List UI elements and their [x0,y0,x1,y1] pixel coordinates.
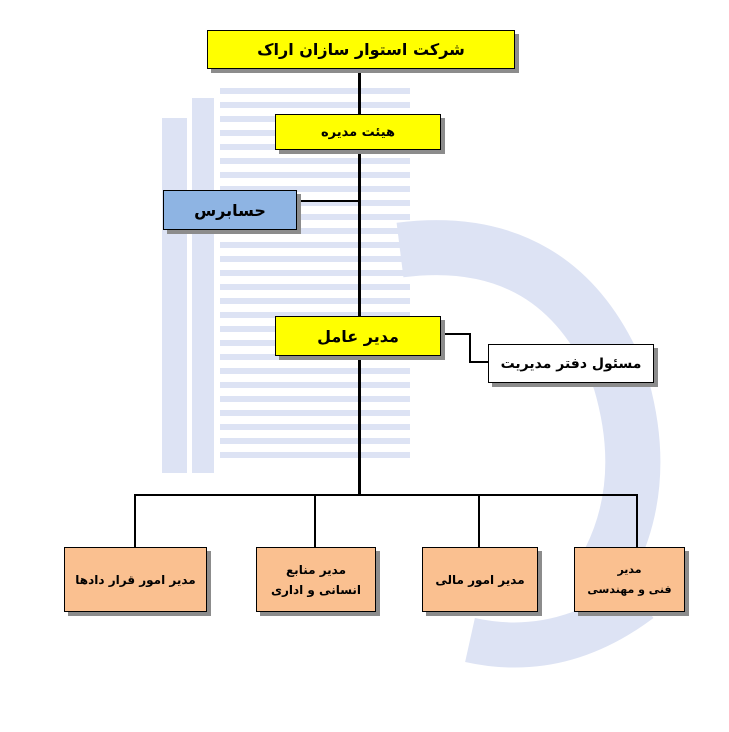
office-manager-box: مسئول دفتر مدیریت [488,344,654,383]
auditor-box: حسابرس [163,190,297,230]
department-hr-line1: مدیر منابع [285,562,347,577]
department-bus [134,494,638,496]
department-finance-box: مدیر امور مالی [422,547,538,612]
connector-dept-1 [134,494,136,548]
department-engineering-box: مدیر فنی و مهندسی [574,547,685,612]
connector-board-ceo [358,150,361,316]
connector-dept-2 [314,494,316,548]
connector-company-board [358,68,361,114]
department-contracts-box: مدیر امور قرار دادها [64,547,207,612]
connector-ceo-office-v [469,333,471,363]
connector-dept-3 [478,494,480,548]
company-box: شرکت استوار سازان اراک [207,30,515,69]
connector-auditor [296,200,360,202]
department-engineering-line1: مدیر [617,562,642,576]
ceo-box: مدیر عامل [275,316,441,356]
department-hr-line2: انسانی و اداری [270,582,362,597]
connector-ceo-bus [358,356,361,496]
connector-ceo-office-h [440,333,470,335]
department-hr-box: مدیر منابع انسانی و اداری [256,547,376,612]
department-engineering-line2: فنی و مهندسی [587,582,672,596]
board-box: هیئت مدیره [275,114,441,150]
connector-office-h [469,361,489,363]
connector-dept-4 [636,494,638,548]
